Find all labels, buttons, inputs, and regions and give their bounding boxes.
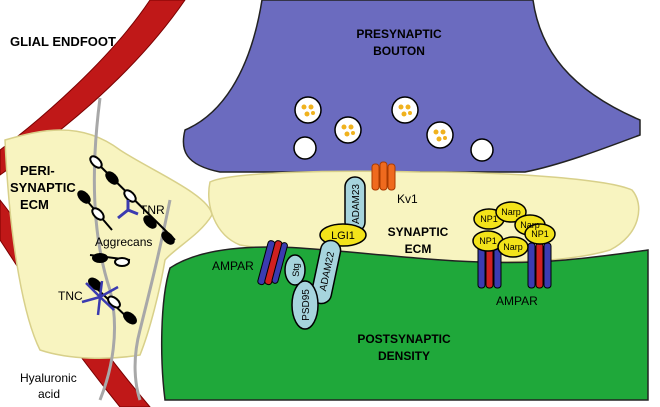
presynaptic-label-line1: PRESYNAPTIC bbox=[356, 27, 442, 41]
presynaptic-bouton bbox=[182, 0, 641, 173]
perisynaptic-label-line1: PERI- bbox=[20, 163, 55, 178]
np1-label-a: NP1 bbox=[480, 214, 498, 224]
tnr-label: TNR bbox=[140, 203, 165, 217]
narp-oval-c bbox=[497, 236, 529, 258]
lgi1-label: LGI1 bbox=[331, 230, 355, 242]
perisynaptic-label-line3: ECM bbox=[20, 197, 49, 212]
hyaluronic-label-line2: acid bbox=[38, 387, 60, 401]
ampar-left-label: AMPAR bbox=[212, 259, 254, 273]
aggrecan-chains bbox=[77, 155, 176, 325]
np1-oval-c bbox=[524, 223, 556, 245]
perisynaptic-label-line2: SYNAPTIC bbox=[10, 180, 76, 195]
narp-label-b: Narp bbox=[520, 220, 540, 230]
np1-label-b: NP1 bbox=[479, 236, 497, 246]
kv1-label: Kv1 bbox=[397, 192, 418, 206]
np1-narp-cluster bbox=[472, 201, 556, 258]
perisynaptic-ecm bbox=[4, 129, 213, 359]
psd95-label: PSD95 bbox=[301, 289, 312, 321]
narp-label-a: Narp bbox=[501, 207, 521, 217]
adam22-protein bbox=[310, 239, 342, 305]
stg-protein bbox=[284, 254, 306, 286]
stg-label: Stg bbox=[291, 263, 301, 277]
kv1-channel bbox=[371, 161, 396, 191]
psd95-protein bbox=[291, 280, 319, 330]
ampar-right-label: AMPAR bbox=[496, 294, 538, 308]
synaptic-ecm-label-line2: ECM bbox=[405, 242, 432, 256]
adam23-label: ADAM23 bbox=[351, 184, 362, 224]
narp-oval-a bbox=[495, 201, 527, 223]
ampar-left bbox=[257, 240, 288, 286]
aggrecans-label: Aggrecans bbox=[95, 235, 152, 249]
hyaluronic-label-line1: Hyaluronic bbox=[20, 371, 77, 385]
narp-label-c: Narp bbox=[503, 242, 523, 252]
tnc-label: TNC bbox=[58, 289, 83, 303]
glial-endfoot-label: GLIAL ENDFOOT bbox=[10, 34, 116, 49]
synaptic-vesicles bbox=[293, 96, 494, 162]
tnr-molecule bbox=[117, 200, 139, 220]
postsynaptic-label-line1: POSTSYNAPTIC bbox=[357, 332, 451, 346]
tnc-molecule bbox=[81, 280, 119, 316]
postsynaptic-label-line2: DENSITY bbox=[378, 349, 430, 363]
np1-label-c: NP1 bbox=[531, 229, 549, 239]
presynaptic-label-line2: BOUTON bbox=[373, 44, 425, 58]
synaptic-ecm-label-line1: SYNAPTIC bbox=[388, 225, 449, 239]
